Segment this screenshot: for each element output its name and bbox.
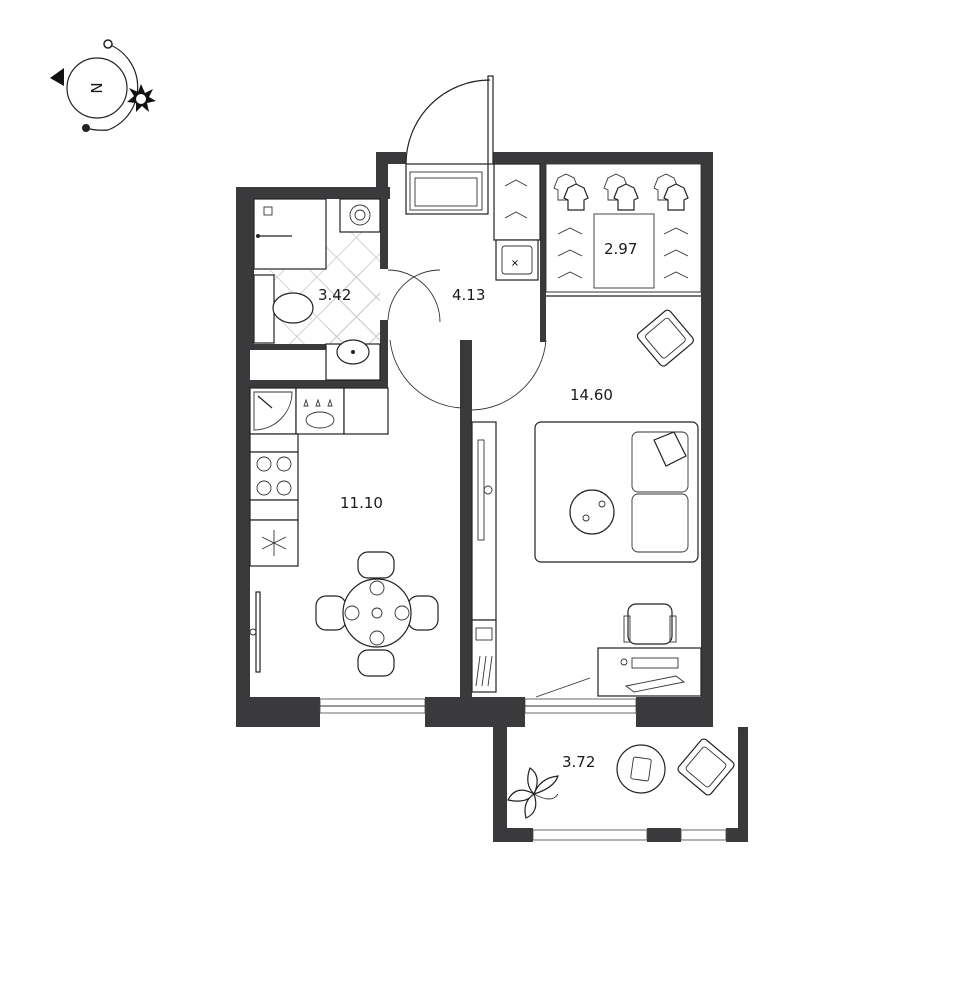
svg-text:×: × bbox=[511, 258, 519, 269]
balcony-door-icon bbox=[535, 677, 591, 698]
dining-table-icon bbox=[315, 551, 439, 677]
plant-icon bbox=[507, 767, 559, 819]
dishwasher-icon bbox=[295, 387, 345, 435]
bathroom-area-label: 3.42 bbox=[318, 286, 351, 304]
boiler-icon: × bbox=[495, 239, 539, 281]
stove-icon bbox=[249, 451, 299, 501]
sun-icon bbox=[127, 84, 156, 112]
shirt-icons bbox=[553, 173, 689, 211]
living-room-area-label: 14.60 bbox=[570, 386, 613, 404]
kitchen-area-label: 11.10 bbox=[340, 494, 383, 512]
bathroom: 3.42 bbox=[253, 198, 441, 381]
hallway-area-label: 4.13 bbox=[452, 286, 485, 304]
wardrobe: 2.97 bbox=[545, 163, 702, 297]
living-door-icon bbox=[471, 339, 547, 411]
entrance-door-icon bbox=[405, 75, 494, 165]
shoe-cabinet-icon bbox=[405, 163, 489, 215]
balcony-area-label: 3.72 bbox=[562, 753, 595, 771]
desk-icon bbox=[597, 647, 702, 697]
desk-chair-icon bbox=[623, 603, 677, 645]
coffee-table-icon bbox=[569, 489, 615, 535]
compass-icon bbox=[50, 39, 139, 132]
compass-north-letter: N bbox=[88, 82, 106, 93]
kitchen-door-icon bbox=[389, 339, 463, 409]
armchair-icon bbox=[636, 309, 694, 367]
hanger-icons bbox=[557, 227, 689, 279]
toilet-icon bbox=[253, 274, 314, 344]
windows bbox=[319, 698, 727, 841]
sink-icon bbox=[325, 339, 381, 381]
washing-machine-icon bbox=[339, 198, 381, 233]
bathroom-door-icon bbox=[387, 269, 441, 323]
kitchen: 11.10 bbox=[249, 387, 439, 677]
balcony-armchair-icon bbox=[677, 738, 735, 796]
hallway-wardrobe-icon bbox=[493, 163, 541, 241]
fridge-icon bbox=[249, 519, 299, 567]
tv-unit-icon bbox=[471, 421, 497, 621]
radiator-icon bbox=[249, 591, 261, 673]
hallway: × 4.13 bbox=[389, 75, 547, 411]
side-table-icon bbox=[616, 744, 666, 794]
shelf-icon bbox=[471, 619, 497, 693]
sofa-icon bbox=[534, 421, 699, 563]
balcony: 3.72 bbox=[507, 728, 744, 819]
kitchen-cabinet bbox=[343, 387, 389, 435]
shower-icon bbox=[253, 198, 327, 270]
walls bbox=[236, 152, 748, 842]
wardrobe-area-label: 2.97 bbox=[604, 240, 637, 258]
living-room: 14.60 bbox=[471, 309, 702, 698]
kitchen-sink-icon bbox=[249, 387, 297, 435]
compass: N bbox=[50, 39, 156, 132]
